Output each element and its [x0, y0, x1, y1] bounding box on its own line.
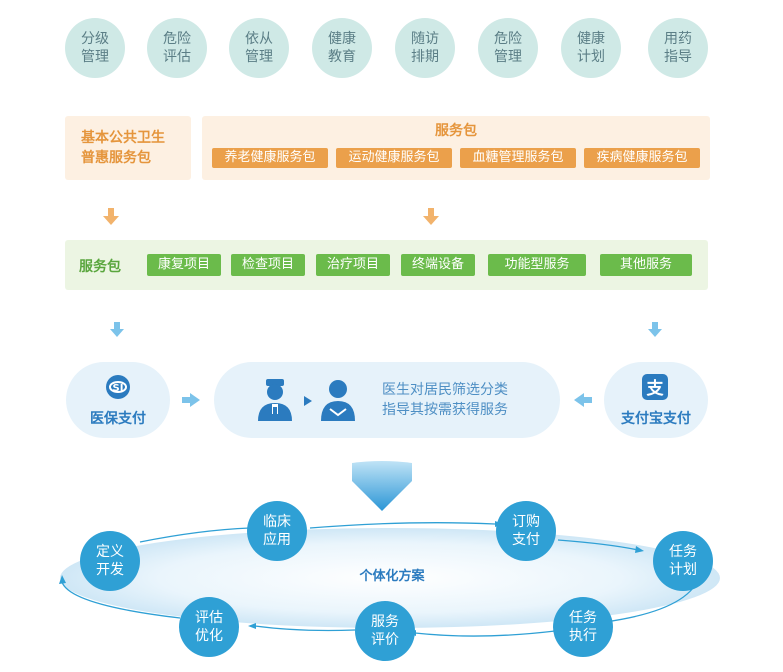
cycle-node-label: 定义开发 — [96, 544, 124, 578]
alipay-logo-icon: 支 — [642, 374, 668, 400]
doctor-screening-panel: 医生对居民筛选分类 指导其按需获得服务 — [214, 362, 560, 438]
service-item-tag[interactable]: 检查项目 — [231, 254, 305, 276]
service-item-tag[interactable]: 康复项目 — [147, 254, 221, 276]
cycle-node-order-pay: 订购支付 — [496, 501, 556, 561]
service-package-tag[interactable]: 疾病健康服务包 — [584, 148, 700, 168]
cycle-node-label: 临床应用 — [263, 514, 291, 548]
function-circle-followup: 随访排期 — [395, 18, 455, 78]
function-circle-label: 分级管理 — [81, 31, 109, 65]
function-circle-label: 健康计划 — [577, 31, 605, 65]
si-logo-icon: SI — [106, 375, 130, 399]
cycle-node-task-plan: 任务计划 — [653, 531, 713, 591]
function-circle-label: 用药指导 — [664, 31, 692, 65]
service-package-title: 服务包 — [435, 123, 477, 139]
cycle-node-label: 任务计划 — [669, 544, 697, 578]
cycle-node-label: 评估优化 — [195, 610, 223, 644]
service-items-title: 服务包 — [79, 259, 121, 275]
arrow-down-icon — [103, 208, 119, 225]
function-circle-grading: 分级管理 — [65, 18, 125, 78]
service-package-panel: 服务包 养老健康服务包 运动健康服务包 血糖管理服务包 疾病健康服务包 — [202, 116, 710, 180]
arrow-down-icon — [648, 322, 662, 337]
cycle-node-define: 定义开发 — [80, 531, 140, 591]
cycle-node-task-exec: 任务执行 — [553, 597, 613, 657]
cycle-node-label: 服务评价 — [371, 614, 399, 648]
medical-insurance-label: 医保支付 — [90, 411, 146, 427]
service-package-tag[interactable]: 养老健康服务包 — [212, 148, 328, 168]
arrow-left-icon — [574, 393, 592, 407]
function-circle-compliance: 依从管理 — [229, 18, 289, 78]
patient-icon — [321, 380, 355, 421]
function-circle-risk-assessment: 危险评估 — [147, 18, 207, 78]
arrow-down-icon — [110, 322, 124, 337]
cycle-center-label: 个体化方案 — [359, 569, 425, 584]
function-circle-label: 依从管理 — [245, 31, 273, 65]
function-circle-risk-management: 危险管理 — [478, 18, 538, 78]
svg-text:支: 支 — [647, 378, 665, 399]
doctor-icon — [258, 379, 292, 421]
service-item-tag[interactable]: 其他服务 — [600, 254, 692, 276]
cycle-node-label: 订购支付 — [512, 514, 540, 548]
service-item-tag[interactable]: 治疗项目 — [316, 254, 390, 276]
cycle-node-service-eval: 服务评价 — [355, 601, 415, 661]
basic-package-label: 基本公共卫生普惠服务包 — [81, 130, 165, 166]
doctor-screening-text: 医生对居民筛选分类 指导其按需获得服务 — [382, 380, 508, 420]
service-item-tag[interactable]: 终端设备 — [401, 254, 475, 276]
big-arrow-down-icon — [352, 461, 412, 511]
function-circle-education: 健康教育 — [312, 18, 372, 78]
service-package-tag[interactable]: 运动健康服务包 — [336, 148, 452, 168]
alipay-payment[interactable]: 支 支付宝支付 — [604, 362, 708, 438]
cycle-node-clinical: 临床应用 — [247, 501, 307, 561]
service-items-panel: 服务包 康复项目 检查项目 治疗项目 终端设备 功能型服务 其他服务 — [65, 240, 708, 290]
function-circle-label: 危险评估 — [163, 31, 191, 65]
function-circle-label: 健康教育 — [328, 31, 356, 65]
cycle-node-label: 任务执行 — [569, 610, 597, 644]
svg-text:SI: SI — [113, 383, 124, 394]
function-circle-health-plan: 健康计划 — [561, 18, 621, 78]
cycle-node-optimize: 评估优化 — [179, 597, 239, 657]
service-item-tag[interactable]: 功能型服务 — [488, 254, 586, 276]
service-package-tag[interactable]: 血糖管理服务包 — [460, 148, 576, 168]
arrow-down-icon — [423, 208, 439, 225]
medical-insurance-payment[interactable]: SI 医保支付 — [66, 362, 170, 438]
doctor-screening-line: 指导其按需获得服务 — [382, 402, 508, 418]
function-circle-label: 危险管理 — [494, 31, 522, 65]
function-circle-medication: 用药指导 — [648, 18, 708, 78]
doctor-screening-line: 医生对居民筛选分类 — [382, 382, 508, 398]
function-circle-label: 随访排期 — [411, 31, 439, 65]
play-arrow-icon — [304, 396, 312, 406]
arrow-right-icon — [182, 393, 200, 407]
basic-package-panel: 基本公共卫生普惠服务包 — [65, 116, 191, 180]
alipay-label: 支付宝支付 — [621, 411, 691, 427]
